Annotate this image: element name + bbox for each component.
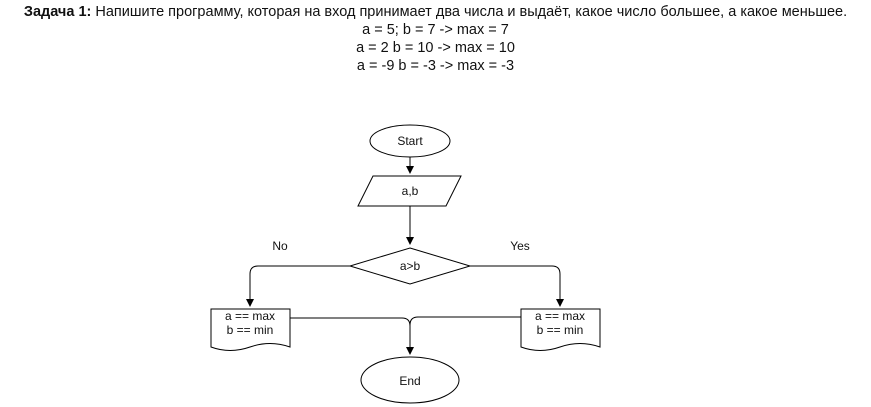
example-3: a = -9 b = -3 -> max = -3 xyxy=(356,58,515,74)
example-2: a = 2 b = 10 -> max = 10 xyxy=(356,40,515,56)
task-description: Напишите программу, которая на вход прин… xyxy=(95,4,848,20)
input-label: a,b xyxy=(402,184,419,198)
input-node: a,b xyxy=(357,175,462,207)
end-node: End xyxy=(360,356,460,404)
task-statement: Задача 1: Напишите программу, которая на… xyxy=(0,3,871,21)
right-output-line-1: a == max xyxy=(535,309,585,323)
arrow-yes-branch xyxy=(470,265,564,307)
task-header: Задача 1: Напишите программу, которая на… xyxy=(0,0,871,75)
left-output-node: a == max b == min xyxy=(210,308,291,351)
task-title: Задача 1: xyxy=(23,4,92,20)
yes-branch-label: Yes xyxy=(510,239,530,253)
arrow-no-branch xyxy=(246,265,350,307)
decision-label: a>b xyxy=(400,259,421,273)
decision-node: a>b xyxy=(348,247,472,285)
right-output-node: a == max b == min xyxy=(520,308,601,351)
right-output-line-2: b == min xyxy=(537,323,584,337)
end-label: End xyxy=(399,374,420,388)
left-output-line-1: a == max xyxy=(225,309,275,323)
start-node: Start xyxy=(369,124,451,158)
connector-right-merge xyxy=(409,316,521,326)
connector-left-merge xyxy=(290,317,411,327)
left-output-line-2: b == min xyxy=(227,323,274,337)
example-1: a = 5; b = 7 -> max = 7 xyxy=(362,22,509,38)
start-label: Start xyxy=(397,134,423,148)
no-branch-label: No xyxy=(272,239,288,253)
